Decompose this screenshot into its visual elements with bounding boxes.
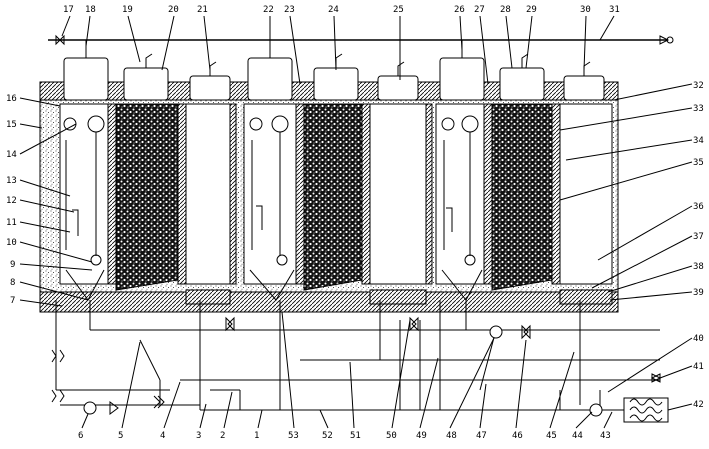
- callout-46: 46: [512, 431, 523, 441]
- callout-leaders: [19, 15, 693, 411]
- callout-17: 17: [63, 5, 74, 15]
- callout-45: 45: [546, 431, 557, 441]
- callout-28: 28: [500, 5, 511, 15]
- callout-20: 20: [168, 5, 179, 15]
- callout-29: 29: [526, 5, 537, 15]
- bottom-leaders: [81, 311, 613, 429]
- callout-19: 19: [122, 5, 133, 15]
- piping-network: [55, 300, 669, 423]
- callout-7: 7: [10, 296, 15, 306]
- callout-51: 51: [350, 431, 361, 441]
- callout-2: 2: [220, 431, 225, 441]
- callout-24: 24: [328, 5, 339, 15]
- callout-48: 48: [446, 431, 457, 441]
- callout-23: 23: [284, 5, 295, 15]
- callout-43: 43: [600, 431, 611, 441]
- callout-10: 10: [6, 238, 17, 248]
- callout-14: 14: [6, 150, 17, 160]
- callout-1: 1: [254, 431, 259, 441]
- callout-16: 16: [6, 94, 17, 104]
- callout-31: 31: [609, 5, 620, 15]
- top-caps: [63, 40, 605, 101]
- callout-32: 32: [693, 81, 704, 91]
- callout-50: 50: [386, 431, 397, 441]
- callout-52: 52: [322, 431, 333, 441]
- callout-18: 18: [85, 5, 96, 15]
- callout-33: 33: [693, 104, 704, 114]
- callout-8: 8: [10, 278, 15, 288]
- callout-49: 49: [416, 431, 427, 441]
- valves: [51, 316, 662, 415]
- callout-9: 9: [10, 260, 15, 270]
- callout-53: 53: [288, 431, 299, 441]
- callout-15: 15: [6, 120, 17, 130]
- callout-5: 5: [118, 431, 123, 441]
- callout-47: 47: [476, 431, 487, 441]
- callout-37: 37: [693, 232, 704, 242]
- callout-42: 42: [693, 400, 704, 410]
- callout-41: 41: [693, 362, 704, 372]
- callout-25: 25: [393, 5, 404, 15]
- callout-11: 11: [6, 218, 17, 228]
- callout-38: 38: [693, 262, 704, 272]
- callout-40: 40: [693, 334, 704, 344]
- callout-27: 27: [474, 5, 485, 15]
- callout-44: 44: [572, 431, 583, 441]
- callout-36: 36: [693, 202, 704, 212]
- callout-34: 34: [693, 136, 704, 146]
- callout-labels: 17 18 19 20 21 22 23 24 25 26 27 28 29 3…: [6, 5, 704, 441]
- callout-13: 13: [6, 176, 17, 186]
- callout-4: 4: [160, 431, 165, 441]
- callout-6: 6: [78, 431, 83, 441]
- callout-39: 39: [693, 288, 704, 298]
- callout-26: 26: [454, 5, 465, 15]
- callout-12: 12: [6, 196, 17, 206]
- callout-30: 30: [580, 5, 591, 15]
- callout-35: 35: [693, 158, 704, 168]
- top-gas-line: [48, 34, 674, 46]
- callout-3: 3: [196, 431, 201, 441]
- callout-21: 21: [197, 5, 208, 15]
- callout-22: 22: [263, 5, 274, 15]
- reactor-cells: [59, 103, 613, 305]
